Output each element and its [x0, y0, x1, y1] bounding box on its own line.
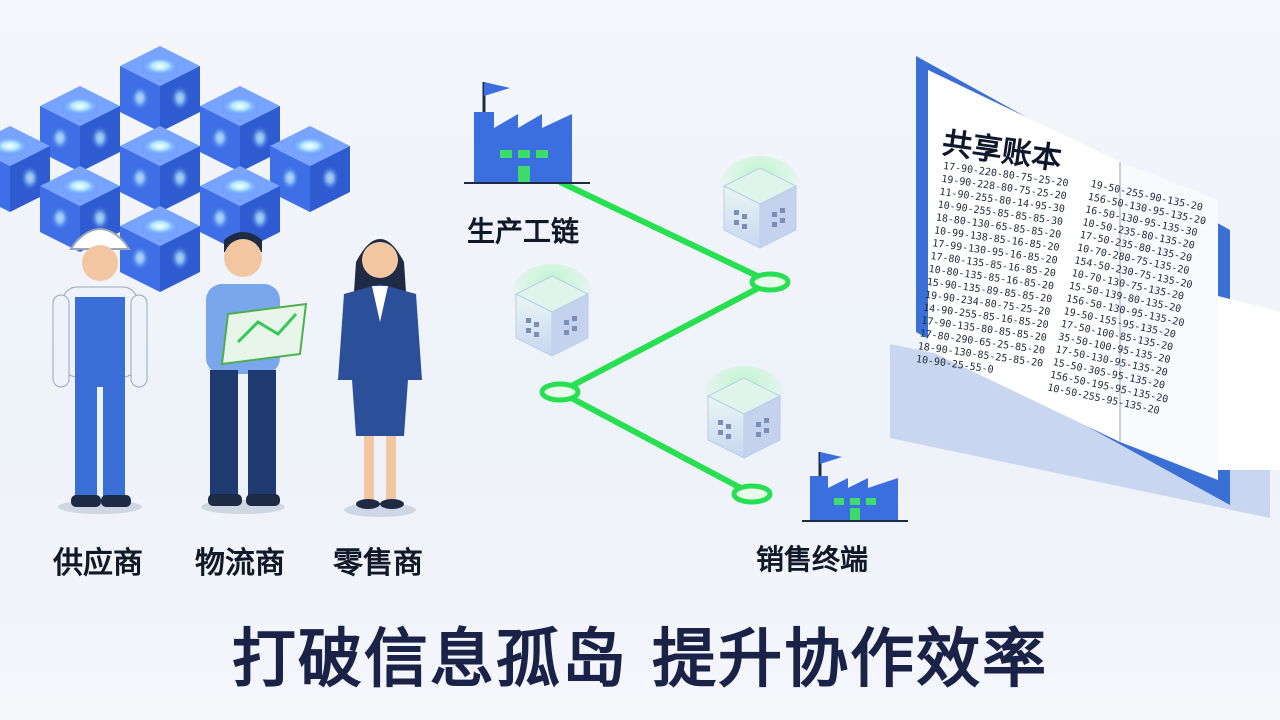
logistics-person-icon — [201, 232, 308, 514]
role-label-logistics: 物流商 — [195, 546, 285, 581]
businesswoman-icon — [338, 239, 422, 517]
role-label-retailer: 零售商 — [333, 546, 423, 581]
supply-chain-path — [511, 155, 801, 505]
headline: 打破信息孤岛 提升协作效率 — [231, 623, 1049, 697]
production-chain-label: 生产工链 — [467, 215, 580, 248]
sales-terminal-icon — [802, 452, 908, 522]
worker-icon — [52, 228, 148, 514]
sales-terminal-label: 销售终端 — [756, 543, 869, 576]
shared-ledger-book-icon — [890, 56, 1280, 518]
role-label-supplier: 供应商 — [53, 546, 143, 581]
production-factory-icon — [464, 82, 590, 184]
